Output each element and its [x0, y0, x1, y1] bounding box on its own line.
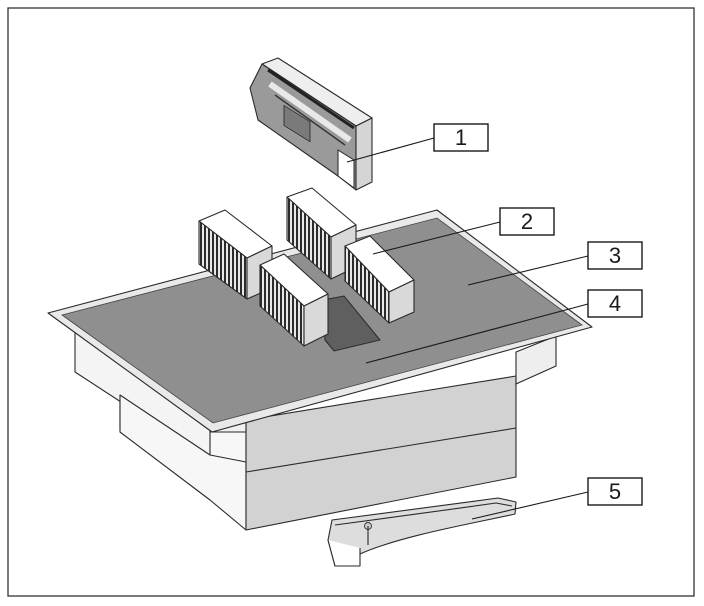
callout-2: 2 [499, 207, 555, 236]
callout-4: 4 [587, 289, 643, 318]
leader-line-2 [372, 221, 501, 255]
leader-line-4 [365, 303, 589, 364]
callout-1-label: 1 [455, 125, 467, 150]
odour-filter-unit [249, 57, 373, 191]
callout-5: 5 [587, 477, 643, 506]
leader-line-3 [467, 255, 589, 286]
callout-5-label: 5 [609, 479, 621, 504]
leader-line-5 [471, 491, 589, 520]
grease-filter-front-left [259, 253, 329, 347]
drip-tray [327, 497, 517, 567]
callout-3-label: 3 [609, 243, 621, 268]
grease-filter-front-right [344, 235, 415, 324]
callout-1: 1 [433, 123, 489, 152]
cooktop-body [74, 329, 557, 531]
leader-line-1 [346, 137, 435, 163]
callout-4-label: 4 [609, 291, 621, 316]
callout-3: 3 [587, 241, 643, 270]
callout-2-label: 2 [521, 209, 533, 234]
